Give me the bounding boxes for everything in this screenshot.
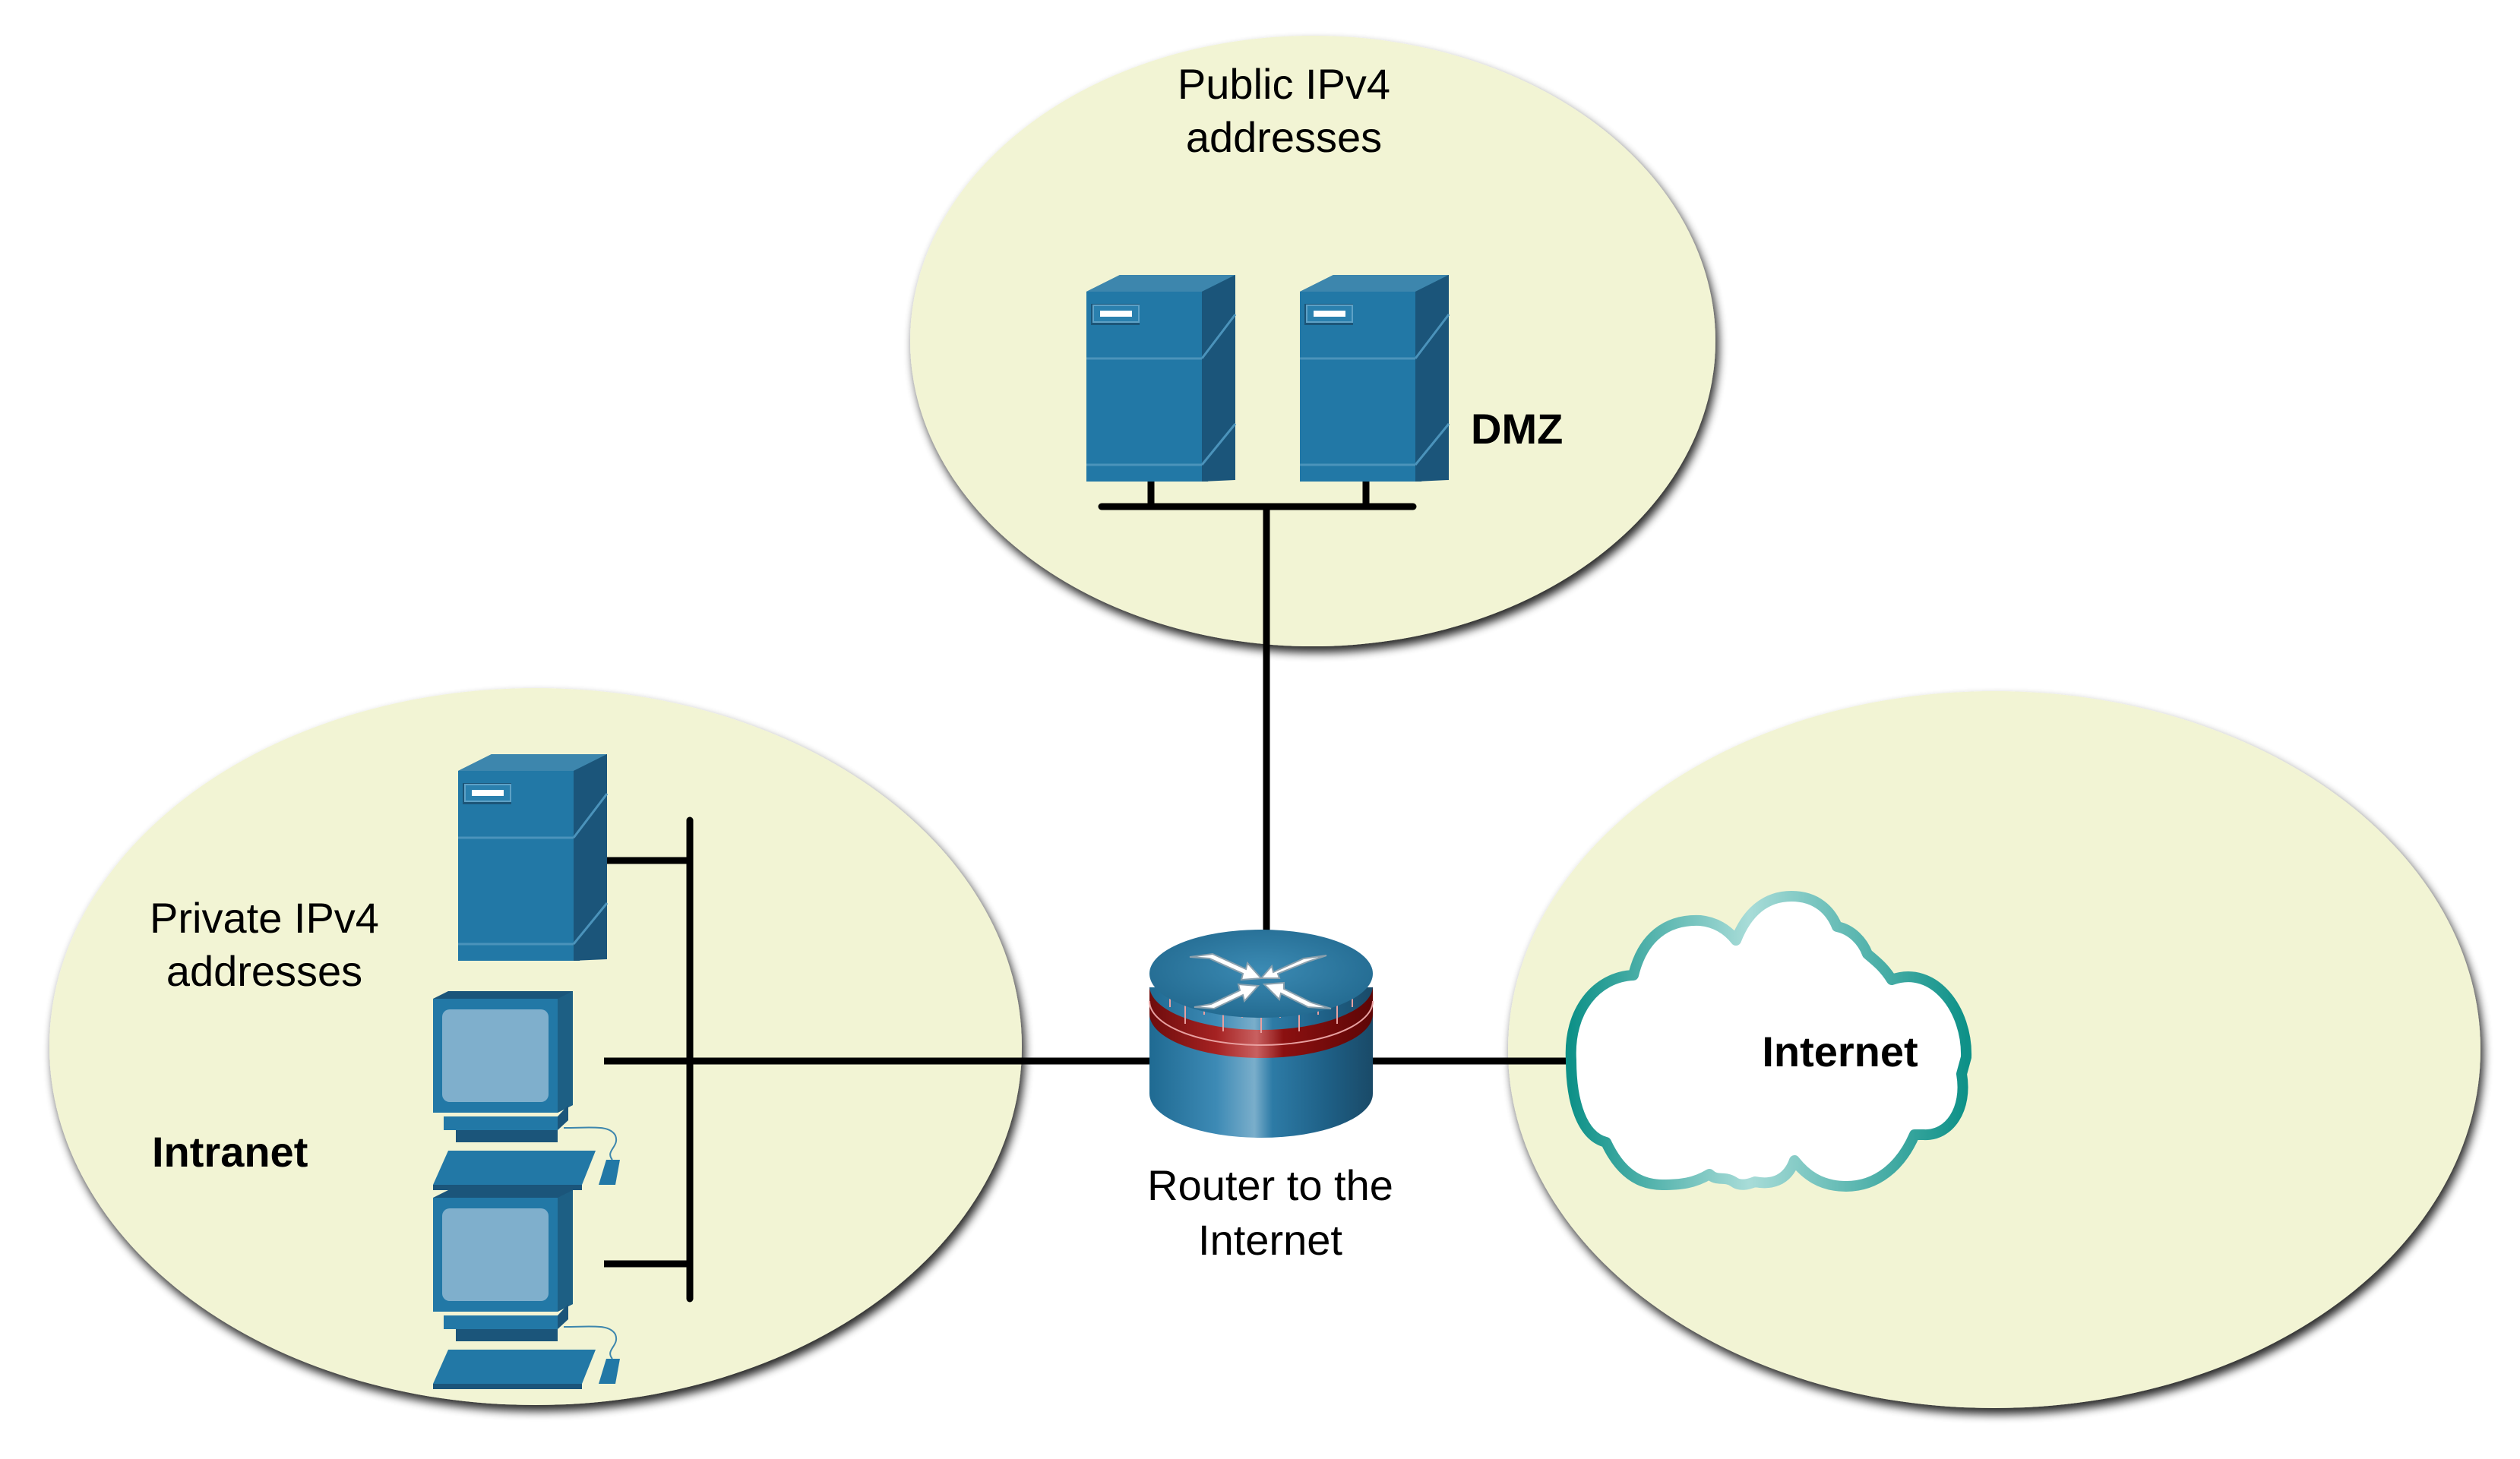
network-links	[604, 478, 1569, 1303]
router-label-line2: Internet	[1198, 1216, 1342, 1264]
dmz-title-line2: addresses	[1186, 113, 1382, 161]
intranet-title-line1: Private IPv4	[150, 894, 379, 942]
dmz-server-1[interactable]	[1085, 273, 1237, 483]
internet-cloud-icon[interactable]	[1565, 891, 1972, 1192]
intranet-title-line2: addresses	[166, 947, 362, 995]
dmz-label: DMZ	[1471, 405, 1563, 453]
intranet-server[interactable]	[457, 753, 609, 962]
router-top	[1149, 930, 1373, 1018]
router-arrows-icon	[1189, 952, 1332, 1010]
dmz-title-line1: Public IPv4	[1178, 60, 1390, 108]
internet-label: Internet	[1762, 1028, 1918, 1075]
intranet-label: Intranet	[152, 1128, 308, 1176]
dmz-server-2[interactable]	[1298, 273, 1450, 483]
zone-internet	[1508, 691, 2480, 1408]
firewall-router[interactable]	[1149, 930, 1374, 1138]
router-label-line1: Router to the	[1147, 1161, 1393, 1209]
